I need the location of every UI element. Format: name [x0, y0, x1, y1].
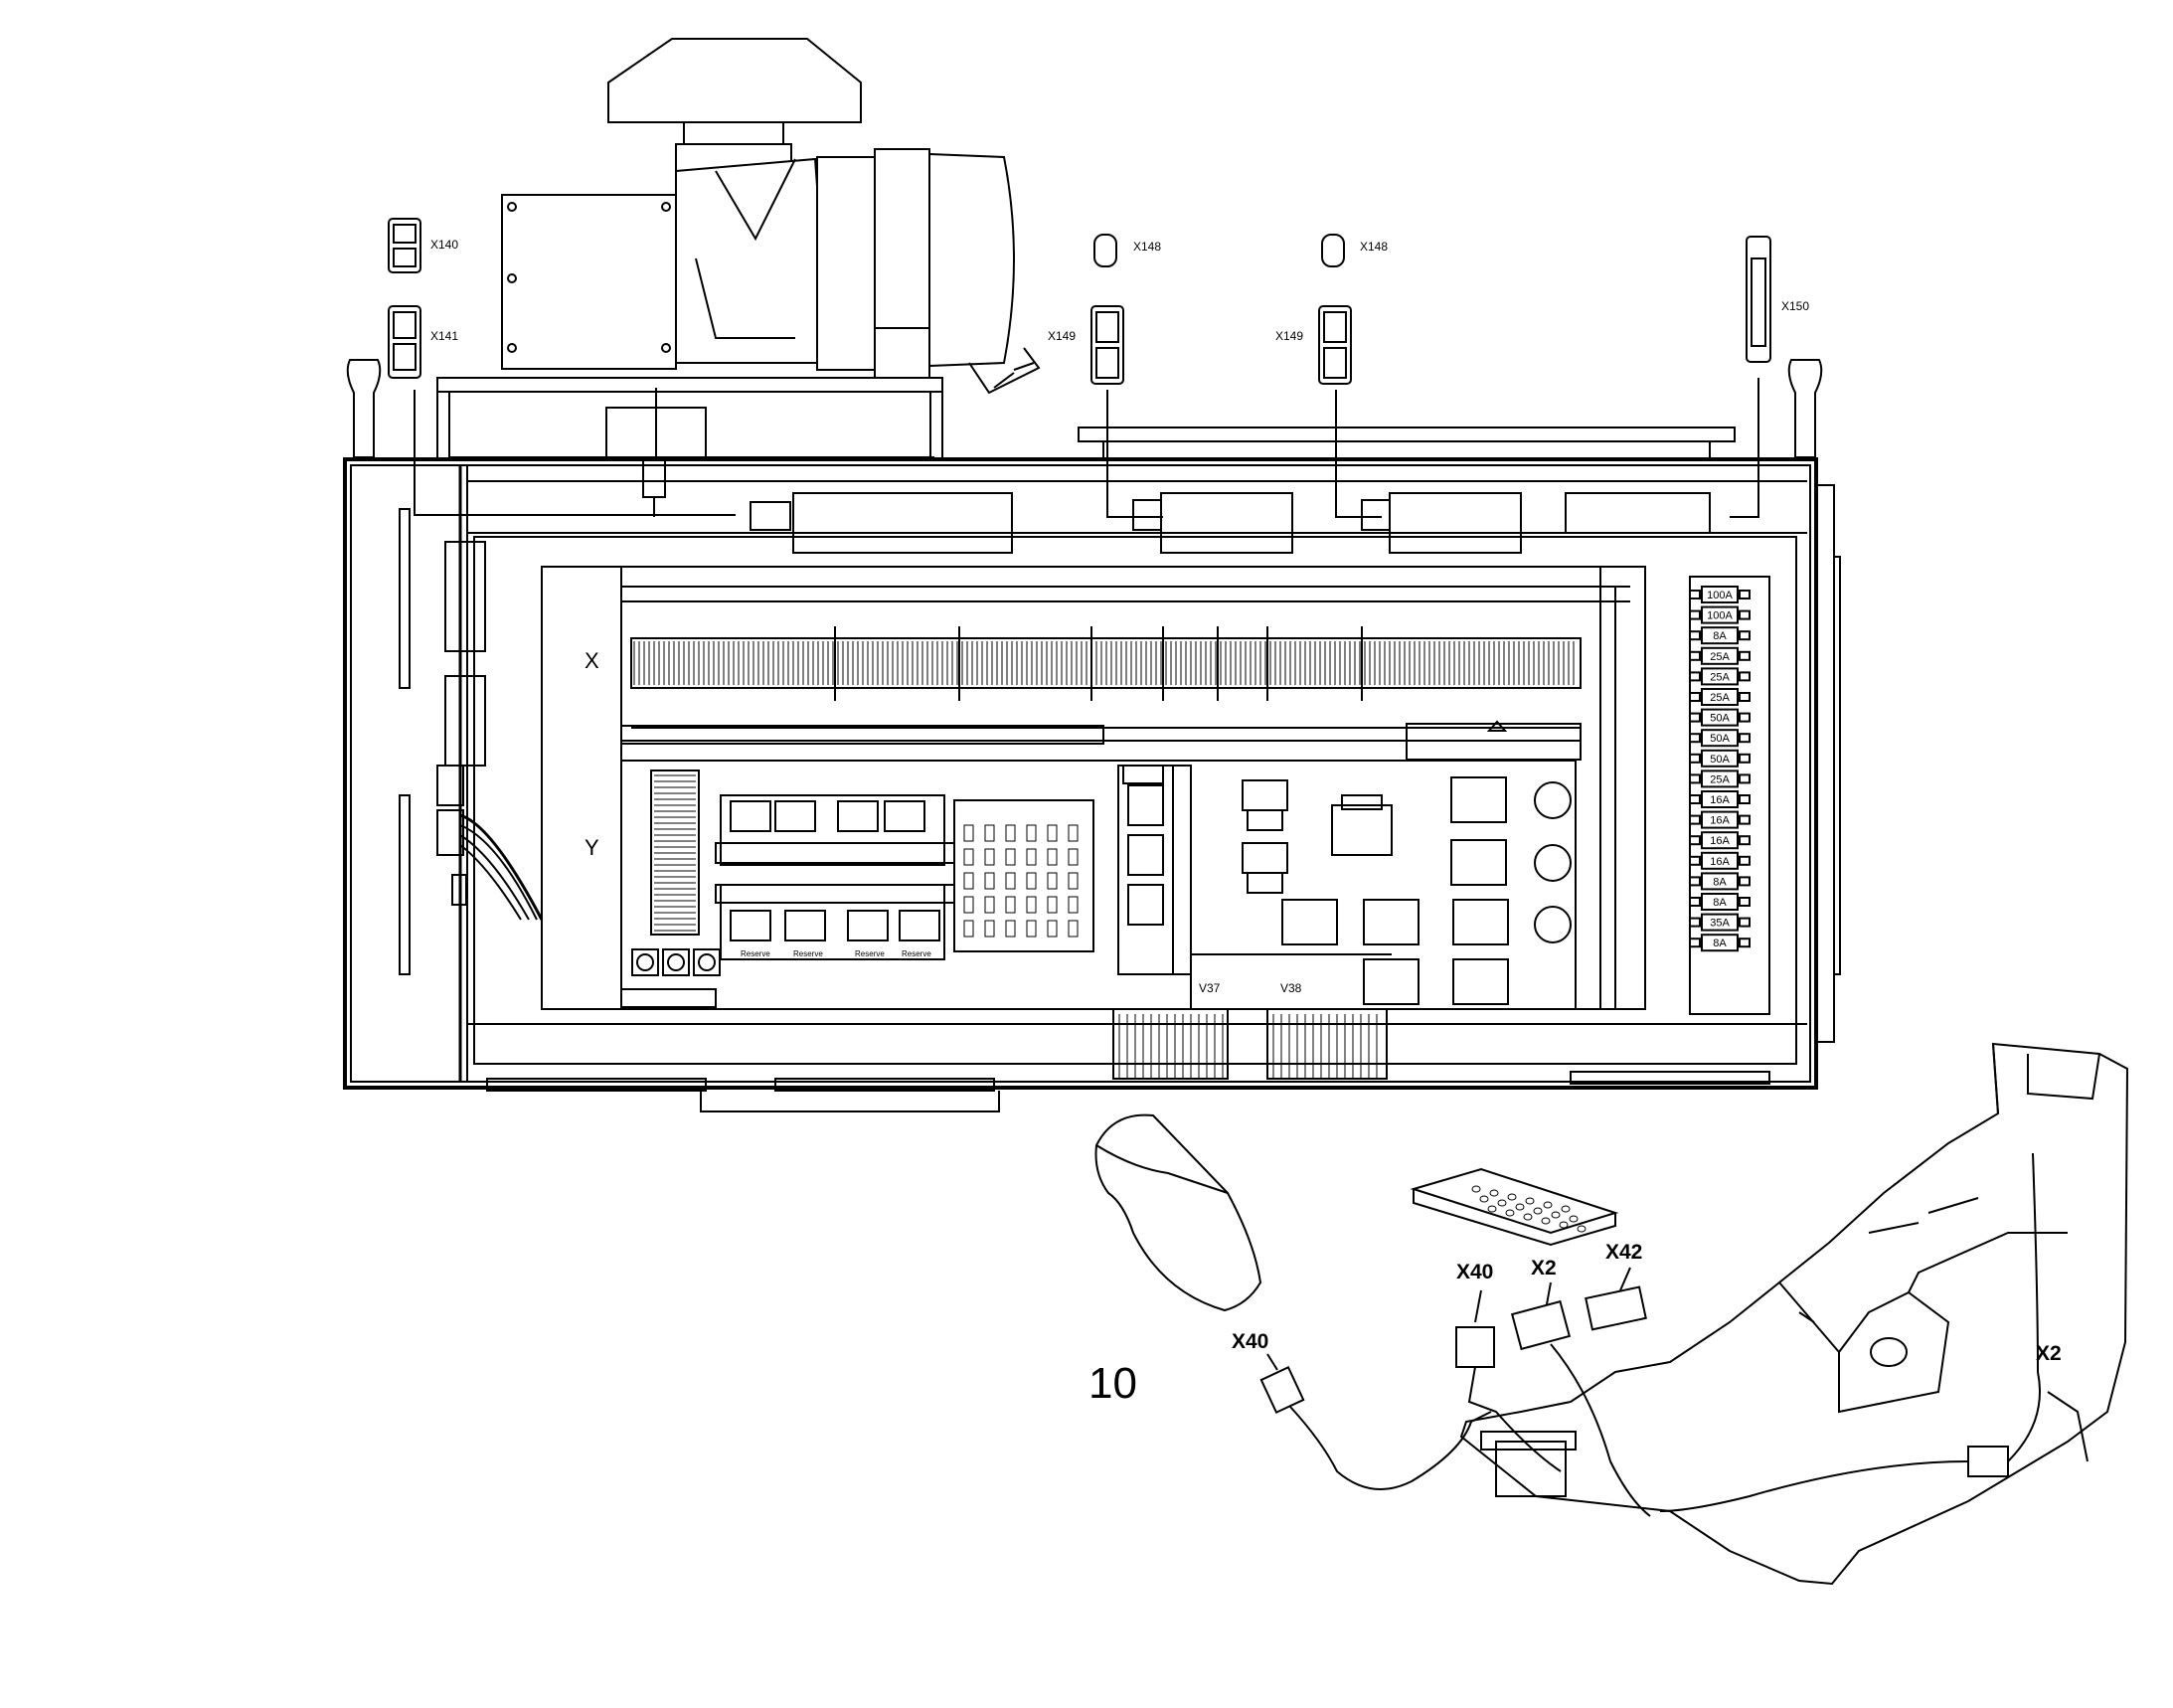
control-cabinet — [343, 427, 1841, 1112]
label-x40-joystick: X40 — [1232, 1330, 1268, 1353]
blower-unit — [436, 38, 1041, 517]
relay-label: Reserve — [902, 949, 931, 958]
fuse: 8A — [1689, 872, 1751, 891]
fuse: 25A — [1689, 667, 1751, 686]
keypad — [1410, 1167, 1619, 1247]
fuse: 8A — [1689, 893, 1751, 911]
svg-text:16A: 16A — [1710, 794, 1730, 806]
fuse: 16A — [1689, 831, 1751, 850]
cable-x40-keypad: X40 — [1455, 1261, 1562, 1472]
fuse: 50A — [1689, 749, 1751, 768]
joystick-grip — [1094, 1113, 1262, 1312]
svg-text:35A: 35A — [1710, 918, 1730, 930]
controller-module — [1117, 765, 1192, 1009]
fuse: 50A — [1689, 729, 1751, 748]
label-x42: X42 — [1605, 1241, 1642, 1264]
connector-x150: X150 — [1746, 236, 1809, 363]
relay-label: Reserve — [855, 949, 885, 958]
cable-x2-console: X2 — [1659, 1152, 2062, 1512]
relay-label: Reserve — [793, 949, 823, 958]
row-label-x: X — [585, 648, 599, 673]
connector-x140: X140 — [388, 218, 458, 273]
svg-text:25A: 25A — [1710, 671, 1730, 683]
svg-text:V38: V38 — [1280, 981, 1302, 995]
svg-text:100A: 100A — [1707, 590, 1733, 601]
operator-console — [1459, 1042, 2129, 1586]
fuse: 16A — [1689, 790, 1751, 808]
terminal-strip-x — [633, 626, 1575, 701]
fuse: 50A — [1689, 708, 1751, 727]
connector-x148-left: X148 — [1093, 234, 1161, 267]
connector-x148-right: X148 — [1321, 234, 1388, 267]
cable-x2-keypad: X2 — [1510, 1257, 1651, 1517]
svg-text:V37: V37 — [1199, 981, 1221, 995]
fuse: 25A — [1689, 688, 1751, 706]
connector-x149-left: X149 — [1048, 305, 1124, 385]
svg-text:8A: 8A — [1713, 876, 1727, 888]
svg-text:25A: 25A — [1710, 773, 1730, 785]
fuse-column: 100A 100A 8A 25A 25A 25A 50A 50A 50A 25A 16A 16A 16A… — [1689, 586, 1751, 952]
svg-text:25A: 25A — [1710, 651, 1730, 663]
fuse: 100A — [1689, 586, 1751, 603]
svg-text:X148: X148 — [1133, 240, 1161, 254]
svg-text:16A: 16A — [1710, 815, 1730, 827]
svg-text:100A: 100A — [1707, 610, 1733, 622]
svg-text:25A: 25A — [1710, 692, 1730, 704]
svg-text:8A: 8A — [1713, 938, 1727, 949]
label-x40-keypad: X40 — [1456, 1261, 1493, 1283]
connector-x42: X42 — [1585, 1241, 1647, 1331]
fuse: 25A — [1689, 769, 1751, 788]
svg-text:8A: 8A — [1713, 630, 1727, 642]
relay-label: Reserve — [741, 949, 770, 958]
connector-x141: X141 — [388, 305, 458, 379]
handle-right — [1787, 359, 1823, 458]
relay-board-upper — [715, 794, 955, 866]
svg-text:X149: X149 — [1275, 329, 1303, 343]
figure-number: 10 — [1088, 1359, 1137, 1408]
svg-text:X150: X150 — [1781, 299, 1809, 313]
connector-x149-right: X149 — [1275, 305, 1352, 385]
svg-text:X149: X149 — [1048, 329, 1076, 343]
fuse: 16A — [1689, 810, 1751, 829]
label-x2-console: X2 — [2036, 1342, 2062, 1365]
label-x2-keypad: X2 — [1531, 1257, 1557, 1280]
fuse: 25A — [1689, 646, 1751, 665]
row-label-y: Y — [585, 835, 599, 860]
svg-text:50A: 50A — [1710, 713, 1730, 725]
svg-text:X148: X148 — [1360, 240, 1388, 254]
fuse: 100A — [1689, 605, 1751, 624]
svg-text:16A: 16A — [1710, 856, 1730, 868]
fuse: 8A — [1689, 934, 1751, 952]
fuse-matrix-board — [953, 799, 1094, 952]
svg-text:50A: 50A — [1710, 733, 1730, 745]
svg-text:16A: 16A — [1710, 835, 1730, 847]
svg-text:50A: 50A — [1710, 754, 1730, 766]
svg-text:X140: X140 — [430, 238, 458, 252]
fuse: 35A — [1689, 913, 1751, 932]
fuse: 8A — [1689, 626, 1751, 645]
handle-left — [346, 359, 382, 458]
heatsink-v38: V38 — [1266, 981, 1388, 1080]
heatsink-v37: V37 — [1112, 981, 1229, 1080]
svg-text:8A: 8A — [1713, 897, 1727, 909]
svg-text:X141: X141 — [430, 329, 458, 343]
cable-x40-joystick: X40 — [1232, 1330, 1492, 1490]
contactor-group — [1191, 776, 1572, 1005]
fuse: 16A — [1689, 851, 1751, 870]
terminal-block-x44 — [620, 769, 721, 1008]
relay-board-lower: Reserve Reserve Reserve Reserve — [715, 884, 955, 960]
